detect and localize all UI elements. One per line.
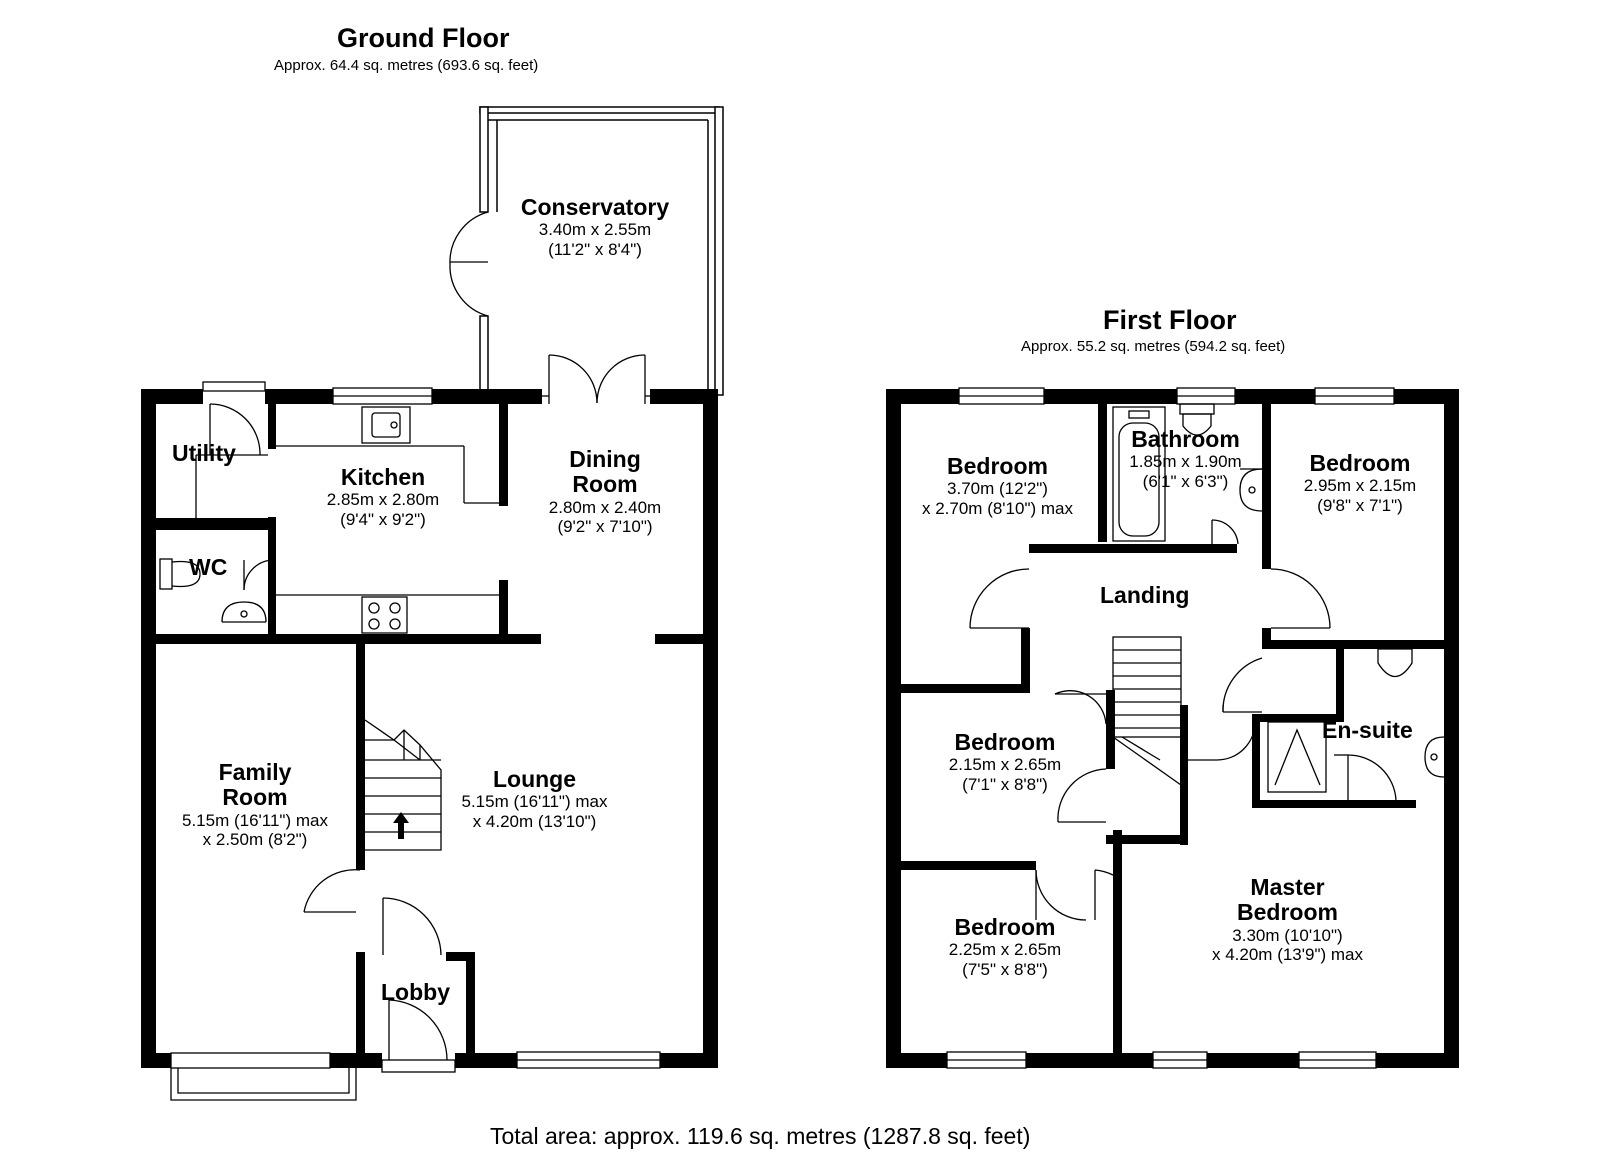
landing-doors — [969, 568, 1331, 761]
ground-floor-plan — [141, 106, 724, 1101]
bathroom-fittings — [1112, 403, 1263, 545]
room-label-bedroom-top-left: Bedroom 3.70m (12'2") x 2.70m (8'10") ma… — [900, 453, 1095, 518]
room-dimensions-imperial: (11'2" x 8'4") — [548, 239, 642, 259]
room-dimensions: 2.95m x 2.15m — [1303, 476, 1417, 496]
first-floor-windows — [946, 387, 1395, 1069]
room-dimensions: 3.70m (12'2") — [947, 479, 1048, 499]
room-label-lounge: Lounge 5.15m (16'11") max x 4.20m (13'10… — [442, 766, 627, 831]
room-label-bathroom: Bathroom 1.85m x 1.90m (6'1" x 6'3") — [1113, 426, 1258, 491]
room-label-bedroom-bottom-left: Bedroom 2.25m x 2.65m (7'5" x 8'8") — [930, 914, 1080, 979]
utility-door — [195, 381, 268, 518]
room-name-line2: Bedroom — [1237, 899, 1338, 926]
room-label-lobby: Lobby — [381, 979, 450, 1005]
room-label-en-suite: En-suite — [1322, 717, 1413, 743]
room-label-bedroom-middle-left: Bedroom 2.15m x 2.65m (7'1" x 8'8") — [930, 729, 1080, 794]
conservatory-doors — [449, 211, 489, 317]
room-name: Family — [218, 759, 292, 785]
room-dimensions: 5.15m (16'11") max — [461, 792, 608, 812]
ground-floor-area: Approx. 64.4 sq. metres (693.6 sq. feet) — [274, 57, 539, 74]
room-name: Bedroom — [1309, 450, 1411, 476]
room-label-bedroom-top-right: Bedroom 2.95m x 2.15m (9'8" x 7'1") — [1290, 450, 1430, 515]
first-floor-area: Approx. 55.2 sq. metres (594.2 sq. feet) — [1021, 338, 1286, 355]
bedroom-doors — [1035, 768, 1114, 921]
room-dimensions-imperial: (9'2" x 7'10") — [557, 517, 653, 537]
room-dimensions: 5.15m (16'11") max — [182, 810, 328, 830]
ground-floor-windows — [170, 387, 661, 1101]
room-name: Master — [1250, 874, 1325, 900]
room-dimensions: 3.40m x 2.55m — [538, 220, 652, 240]
total-area: Total area: approx. 119.6 sq. metres (12… — [490, 1123, 1031, 1149]
room-dimensions-imperial: (7'1" x 8'8") — [962, 774, 1048, 794]
room-name: Kitchen — [340, 464, 426, 490]
room-label-landing: Landing — [1100, 582, 1190, 608]
room-name: Bedroom — [954, 914, 1056, 940]
first-floor-title: First Floor — [1103, 305, 1237, 335]
room-label-wc: WC — [189, 554, 228, 580]
room-dimensions-imperial: x 2.50m (8'2") — [202, 830, 308, 850]
ensuite-fittings — [1267, 648, 1445, 801]
room-name: Lounge — [492, 766, 577, 792]
room-label-family-room: Family Room 5.15m (16'11") max x 2.50m (… — [165, 759, 345, 850]
ground-floor-title: Ground Floor — [337, 23, 510, 53]
first-floor-walls — [886, 389, 1459, 1068]
room-name-line2: Room — [222, 784, 288, 811]
room-dimensions: 3.30m (10'10") — [1232, 925, 1343, 945]
front-door — [381, 999, 456, 1073]
conservatory-frame — [479, 106, 724, 397]
room-name: Dining — [569, 446, 641, 472]
room-dimensions: 2.15m x 2.65m — [948, 755, 1062, 775]
kitchen-units — [276, 406, 499, 634]
room-dimensions-imperial: (7'5" x 8'8") — [962, 959, 1048, 979]
room-label-conservatory: Conservatory 3.40m x 2.55m (11'2" x 8'4"… — [505, 194, 685, 259]
room-label-master-bedroom: Master Bedroom 3.30m (10'10") x 4.20m (1… — [1190, 874, 1385, 965]
room-dimensions: 2.25m x 2.65m — [948, 940, 1062, 960]
lobby-internal-door — [382, 897, 442, 956]
room-name: Bedroom — [954, 729, 1056, 755]
room-name-line2: Room — [572, 471, 638, 498]
first-stairs — [1112, 636, 1182, 786]
room-dimensions: 2.85m x 2.80m — [326, 490, 440, 510]
room-dimensions-imperial: (9'8" x 7'1") — [1317, 495, 1403, 515]
room-name: Bedroom — [947, 453, 1048, 479]
room-dimensions-imperial: x 2.70m (8'10") max — [922, 498, 1073, 518]
ground-floor-walls — [141, 389, 718, 1068]
room-dimensions-imperial: (9'4" x 9'2") — [340, 509, 426, 529]
room-name: Bathroom — [1131, 426, 1240, 452]
room-label-dining-room: Dining Room 2.80m x 2.40m (9'2" x 7'10") — [530, 446, 680, 537]
dining-doors — [542, 354, 650, 404]
ground-stairs — [364, 719, 442, 851]
room-label-kitchen: Kitchen 2.85m x 2.80m (9'4" x 9'2") — [303, 464, 463, 529]
stairs-up-arrow-icon — [393, 812, 409, 839]
room-dimensions-imperial: x 4.20m (13'10") — [472, 811, 597, 831]
lounge-door — [303, 869, 361, 913]
room-dimensions: 1.85m x 1.90m — [1129, 452, 1242, 472]
room-dimensions-imperial: (6'1" x 6'3") — [1142, 471, 1229, 491]
room-dimensions-imperial: x 4.20m (13'9") max — [1212, 945, 1363, 965]
room-dimensions: 2.80m x 2.40m — [548, 497, 662, 517]
wc-fittings — [159, 558, 275, 623]
room-label-utility: Utility — [172, 440, 236, 466]
room-name: Conservatory — [520, 194, 670, 220]
first-floor-plan — [886, 387, 1459, 1069]
